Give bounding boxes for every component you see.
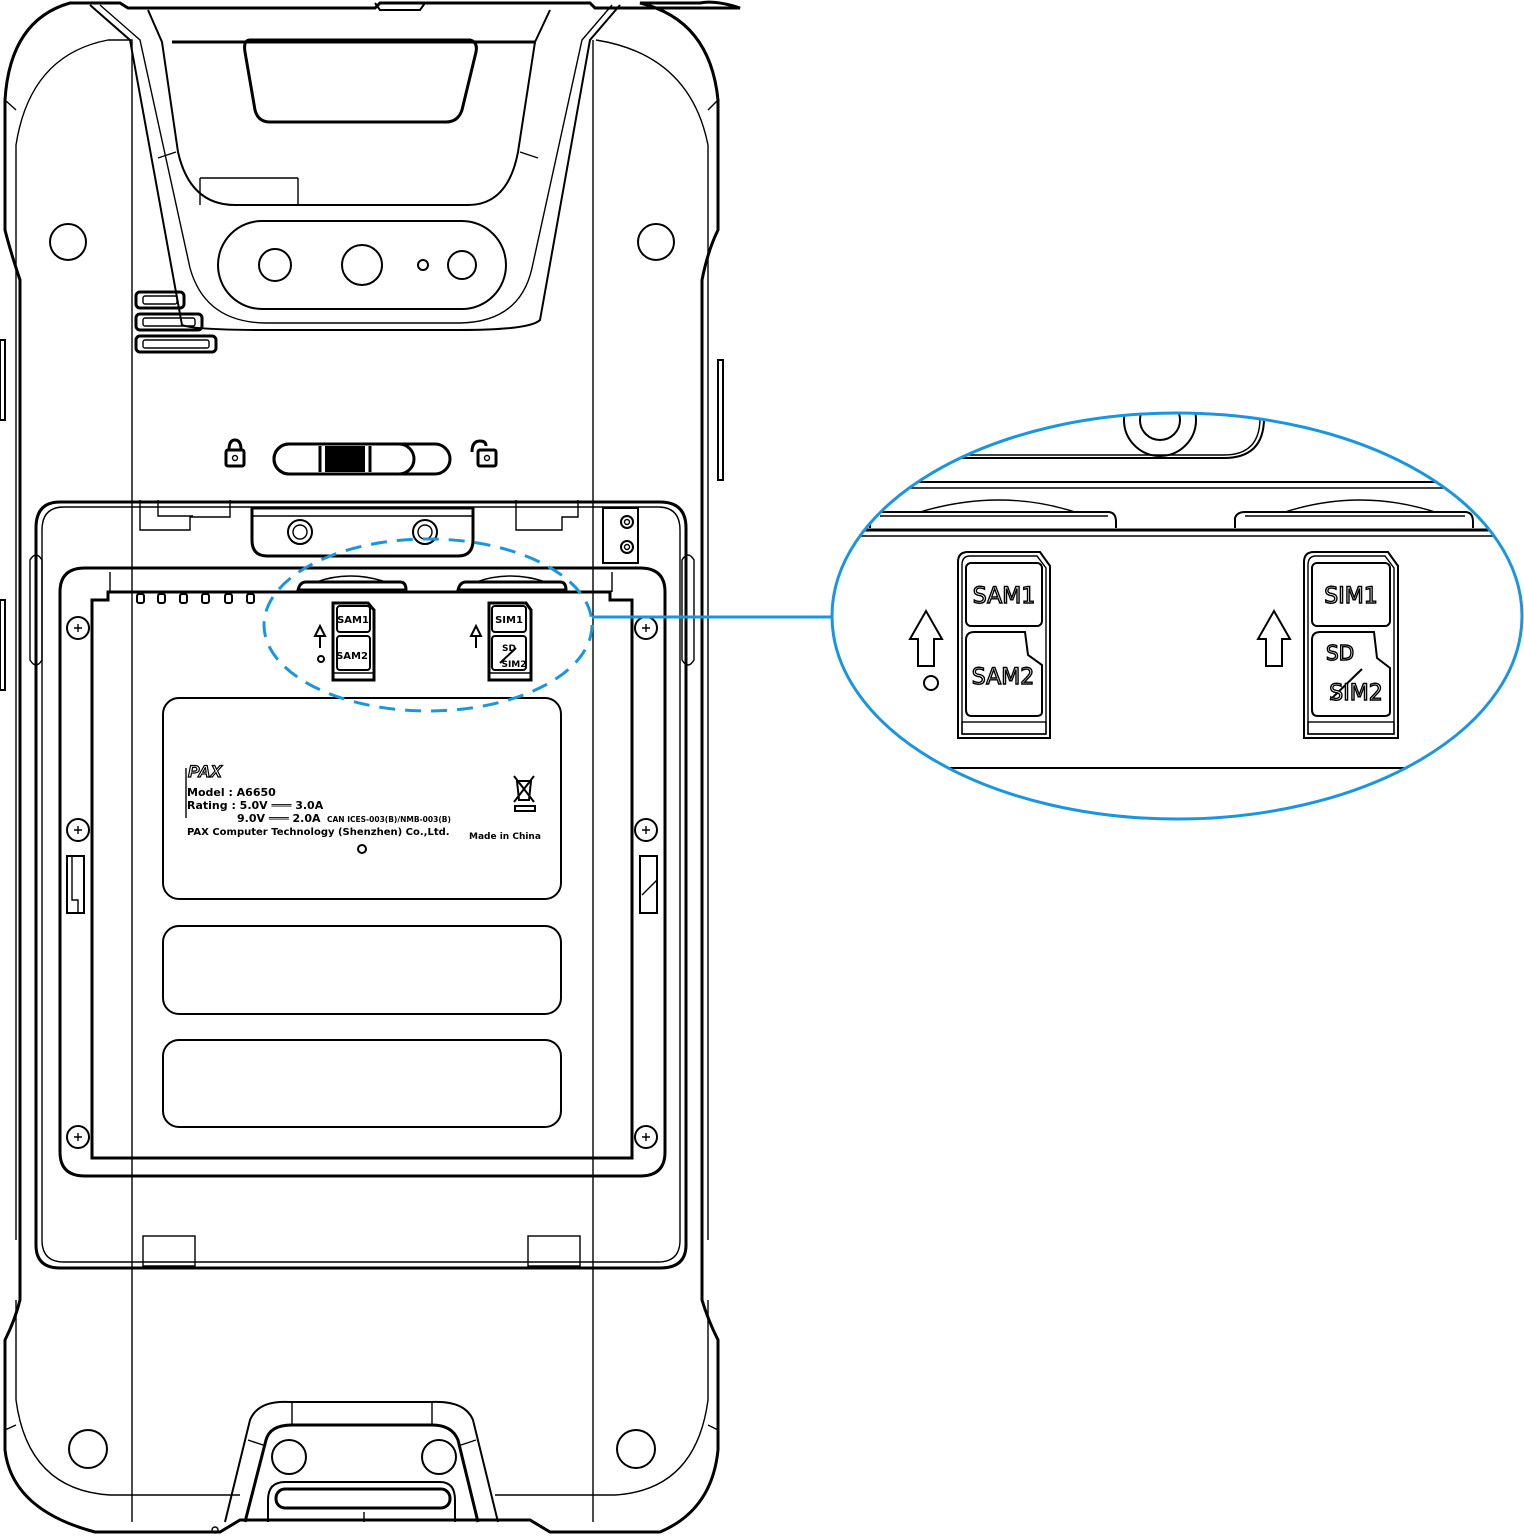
label-area (162, 925, 562, 1015)
camera-lens-icon (341, 244, 383, 286)
zoomed-detail: SAM1 SAM2 SIM1 SD SIM2 (832, 413, 1522, 769)
zoom-slot-label: SIM2 (1329, 681, 1382, 706)
screw-hole-icon (68, 1429, 108, 1469)
arrow-up-icon (469, 623, 483, 648)
screw-icon (66, 616, 90, 640)
manufacturer-text: PAX Computer Technology (Shenzhen) Co.,L… (187, 827, 450, 838)
highlight-dashed-ellipse (262, 537, 594, 713)
rating-text: 9.0V ═══ 2.0A (237, 812, 321, 825)
product-label: PAX Model : A6650 Rating : 5.0V ═══ 3.0A… (162, 697, 562, 900)
battery-lock-slider[interactable] (224, 438, 498, 476)
sim-card-tray: SIM1 SD SIM2 (469, 601, 533, 682)
zoom-sim-tray: SIM1 SD SIM2 (1256, 551, 1399, 739)
zoom-circle (830, 411, 1524, 821)
battery-contacts (136, 593, 255, 604)
screw-icon (634, 1125, 658, 1149)
zoom-slot-label: SAM2 (972, 665, 1034, 690)
lock-closed-icon (224, 438, 246, 468)
screw-icon (634, 818, 658, 842)
arrow-up-icon (313, 623, 327, 648)
screw-hole-icon (616, 1429, 656, 1469)
tray-slot-label: SAM1 (337, 615, 369, 626)
connector-plate (250, 506, 475, 558)
screw-icon (66, 1125, 90, 1149)
label-area (162, 1039, 562, 1128)
tray-slot-label: SD (502, 644, 516, 654)
camera-lens-icon (258, 248, 292, 282)
zoom-slot-label: SD (1326, 641, 1354, 665)
scanner-housing (89, 2, 621, 331)
device-body (0, 0, 741, 1534)
model-text: Model : A6650 (187, 786, 276, 799)
certification-text: CAN ICES-003(B)/NMB-003(B) (327, 815, 451, 824)
lock-open-icon (470, 439, 498, 468)
sensor-dot-icon (417, 259, 429, 271)
flash-icon (447, 250, 477, 280)
origin-text: Made in China (469, 832, 541, 842)
arrow-up-icon (1256, 608, 1292, 667)
tray-callout (262, 537, 832, 713)
screw-icon (66, 818, 90, 842)
tray-slot-label: SIM2 (501, 660, 526, 670)
tray-slot-label: SIM1 (495, 615, 523, 626)
battery-compartment (29, 500, 695, 1270)
screw-hole-icon (49, 223, 87, 261)
bottom-connector (211, 1400, 499, 1534)
camera-module (217, 220, 507, 310)
arrow-up-icon (908, 608, 944, 667)
scan-window (243, 38, 478, 124)
zoom-slot-label: SIM1 (1324, 584, 1377, 609)
weee-crossed-bin-icon (513, 775, 536, 812)
zoom-slot-label: SAM1 (973, 584, 1035, 609)
sam-card-tray: SAM1 SAM2 (313, 601, 376, 682)
screw-hole-icon (637, 223, 675, 261)
speaker-grille (134, 290, 218, 354)
battery-cavity (58, 566, 667, 1178)
rating-text: Rating : 5.0V ═══ 3.0A (187, 799, 324, 812)
tray-slot-label: SAM2 (336, 651, 368, 662)
zoom-sam-tray: SAM1 SAM2 (908, 551, 1051, 739)
brand-logo: PAX (188, 762, 223, 781)
screw-icon (634, 616, 658, 640)
